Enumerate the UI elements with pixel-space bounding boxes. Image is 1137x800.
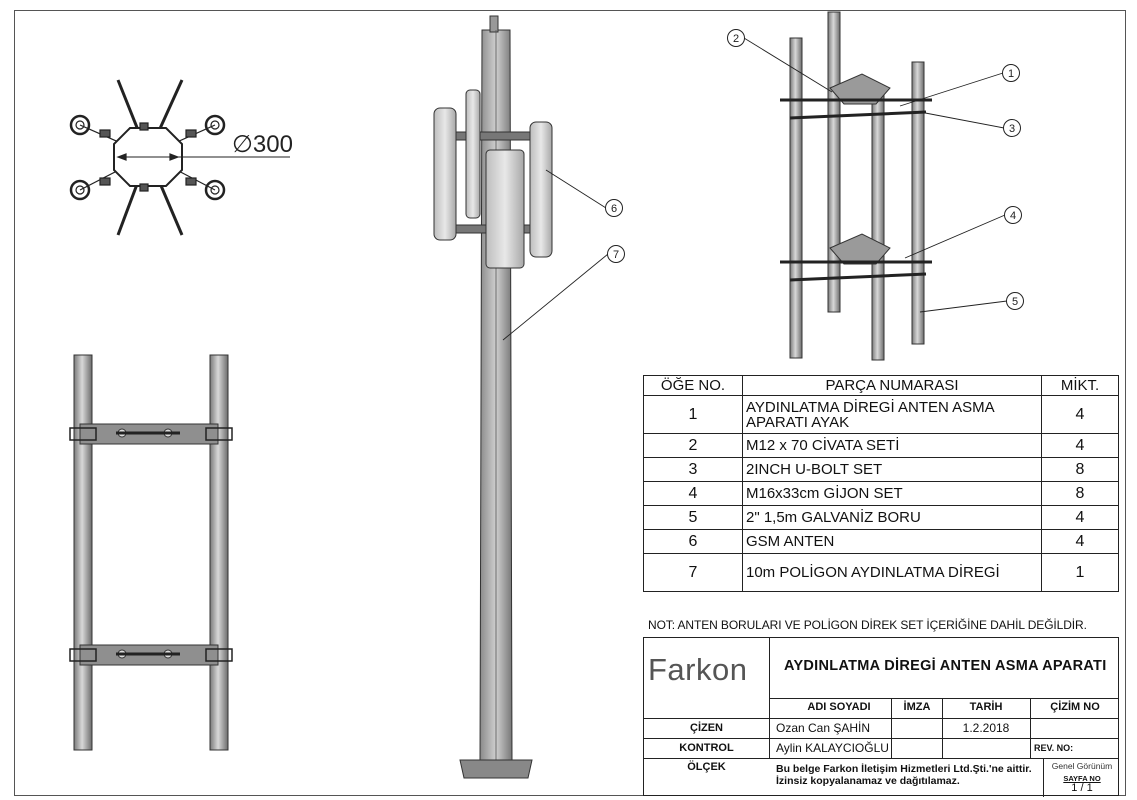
col-sign: İMZA <box>903 701 931 713</box>
sheet-label: SAYFA NO <box>1063 774 1101 783</box>
dimension-label: ∅300 <box>232 131 293 158</box>
drawing-title: AYDINLATMA DİREGİ ANTEN ASMA APARATI <box>784 658 1107 674</box>
callout-1: 1 <box>1008 68 1014 80</box>
col-drawing-no: ÇİZİM NO <box>1050 701 1100 713</box>
row-qty: 8 <box>1041 457 1119 482</box>
drawn-by: Ozan Can ŞAHİN <box>776 721 871 735</box>
company-logo: Farkon <box>648 648 766 692</box>
table-row: 4 M16x33cm GİJON SET 8 <box>643 481 1119 506</box>
callout-leaders <box>502 37 1008 341</box>
table-row: 2 M12 x 70 CİVATA SETİ 4 <box>643 433 1119 458</box>
callout-numbers: 1 2 3 4 5 6 7 <box>611 33 1018 308</box>
row-desc: AYDINLATMA DİREGİ ANTEN ASMA APARATI AYA… <box>742 395 1042 434</box>
callout-6: 6 <box>611 203 617 215</box>
callout-bubbles <box>605 29 1024 310</box>
row-no: 4 <box>643 481 743 506</box>
callout-3: 3 <box>1009 123 1015 135</box>
row-desc: 10m POLİGON AYDINLATMA DİREGİ <box>742 553 1042 592</box>
row-no: 2 <box>643 433 743 458</box>
parts-table-header: ÖĞE NO. PARÇA NUMARASI MİKT. <box>643 375 1119 396</box>
header-part-number: PARÇA NUMARASI <box>742 375 1042 396</box>
row-qty: 8 <box>1041 481 1119 506</box>
drawing-date: 1.2.2018 <box>962 721 1010 735</box>
row-desc: M16x33cm GİJON SET <box>742 481 1042 506</box>
callout-4: 4 <box>1010 210 1016 222</box>
drawing-note: NOT: ANTEN BORULARI VE POLİGON DİREK SET… <box>648 618 1087 632</box>
row-qty: 4 <box>1041 433 1119 458</box>
row-desc: 2INCH U-BOLT SET <box>742 457 1042 482</box>
title-block: Farkon AYDINLATMA DİREGİ ANTEN ASMA APAR… <box>643 637 1119 797</box>
row-desc: M12 x 70 CİVATA SETİ <box>742 433 1042 458</box>
sheet-number: 1 / 1 <box>1071 782 1093 794</box>
row-no: 6 <box>643 529 743 554</box>
row-scale: ÖLÇEK <box>687 761 726 773</box>
revision-label: REV. NO: <box>1034 743 1074 753</box>
parts-table: ÖĞE NO. PARÇA NUMARASI MİKT. 1 AYDINLATM… <box>643 375 1119 592</box>
row-qty: 4 <box>1041 505 1119 530</box>
bracket-view <box>780 11 932 361</box>
header-item-no: ÖĞE NO. <box>643 375 743 396</box>
row-desc: 2" 1,5m GALVANİZ BORU <box>742 505 1042 530</box>
header-quantity: MİKT. <box>1041 375 1119 396</box>
col-date: TARİH <box>969 701 1003 713</box>
side-view <box>69 354 233 751</box>
table-row: 6 GSM ANTEN 4 <box>643 529 1119 554</box>
row-qty: 4 <box>1041 529 1119 554</box>
row-desc: GSM ANTEN <box>742 529 1042 554</box>
top-view <box>69 79 290 236</box>
row-no: 5 <box>643 505 743 530</box>
copyright-notice: Bu belge Farkon İletişim Hizmetleri Ltd.… <box>776 763 1032 787</box>
checked-by: Aylin KALAYCIOĞLU <box>776 741 889 755</box>
row-check: KONTROL <box>679 742 734 754</box>
callout-5: 5 <box>1012 296 1018 308</box>
row-qty: 4 <box>1041 395 1119 434</box>
table-row: 7 10m POLİGON AYDINLATMA DİREGİ 1 <box>643 553 1119 592</box>
sheet-border <box>14 10 1126 796</box>
logo-text: Farkon <box>648 652 748 687</box>
row-drawn: ÇİZEN <box>690 722 723 734</box>
table-row: 5 2" 1,5m GALVANİZ BORU 4 <box>643 505 1119 530</box>
callout-7: 7 <box>613 249 619 261</box>
row-qty: 1 <box>1041 553 1119 592</box>
view-name: Genel Görünüm <box>1051 761 1113 771</box>
row-no: 1 <box>643 395 743 434</box>
table-row: 3 2INCH U-BOLT SET 8 <box>643 457 1119 482</box>
table-row: 1 AYDINLATMA DİREGİ ANTEN ASMA APARATI A… <box>643 395 1119 434</box>
pole-view <box>433 15 553 779</box>
col-name: ADI SOYADI <box>807 701 871 713</box>
callout-2: 2 <box>733 33 739 45</box>
row-no: 7 <box>643 553 743 592</box>
row-no: 3 <box>643 457 743 482</box>
